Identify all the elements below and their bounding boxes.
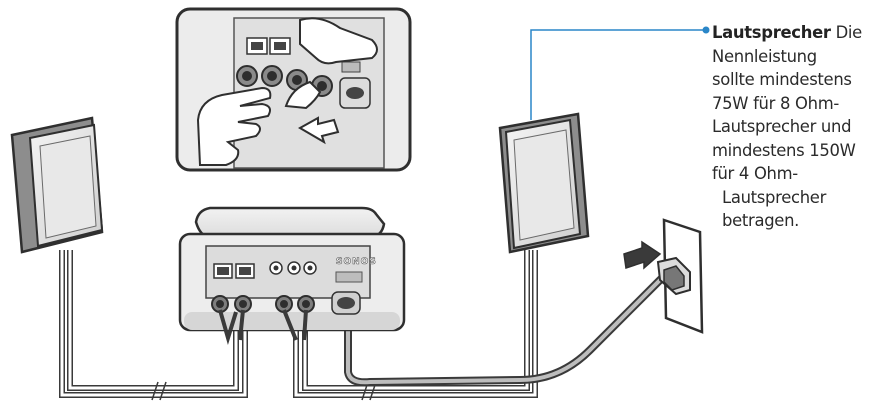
callout-term: Lautsprecher: [712, 23, 831, 42]
callout-line-3: 75W für 8 Ohm-: [712, 93, 839, 113]
callout-line-8: betragen.: [722, 211, 800, 230]
callout-line-1: Nennleistung: [712, 46, 817, 66]
callout-line-2: sollte mindestens: [712, 70, 852, 89]
inset-detail-panel: [175, 7, 412, 172]
right-speaker-cable: [293, 250, 538, 401]
amplifier-device: SONOS: [178, 206, 406, 332]
device-power-socket: [331, 291, 361, 315]
right-speaker: [498, 112, 590, 254]
device-audio-jacks: [269, 261, 317, 275]
plug-in-arrow-icon: [623, 240, 662, 270]
left-speaker-cable: [59, 250, 248, 401]
callout-line-7: Lautsprecher: [722, 187, 827, 207]
callout-text: Die: [835, 23, 863, 42]
left-speaker: [10, 116, 104, 254]
inset-push-arrow-icon: [297, 116, 340, 145]
inset-hand-icon: [196, 17, 378, 166]
device-label-plate: [335, 271, 363, 283]
device-brand-logo: SONOS: [336, 257, 377, 267]
power-cable: [344, 268, 672, 387]
callout-line-5: mindestens 150W: [712, 140, 856, 160]
callout-line-0: Lautsprecher Die: [712, 21, 876, 45]
device-ethernet-ports: [213, 263, 255, 279]
inset-ethernet-ports: [246, 37, 291, 55]
speaker-requirement-callout: Lautsprecher Die Nennleistung sollte min…: [712, 21, 876, 233]
wall-outlet: [656, 218, 704, 334]
callout-leader-line: [530, 26, 710, 120]
inset-power-socket: [339, 61, 371, 109]
callout-line-4: Lautsprecher und: [712, 117, 852, 136]
device-cable-stubs: [218, 309, 308, 346]
callout-line-6: für 4 Ohm-: [712, 164, 798, 183]
